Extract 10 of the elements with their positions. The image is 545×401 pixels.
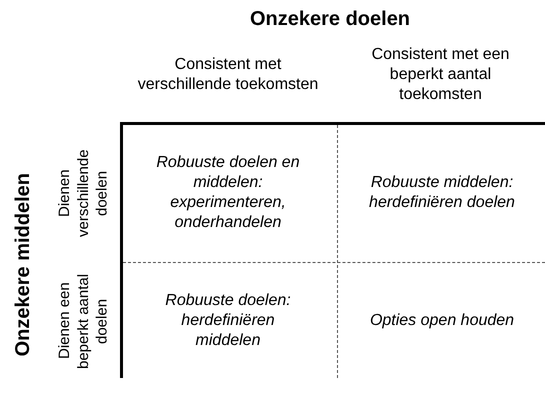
matrix-cell-text: Robuuste middelen: herdefiniëren doelen <box>368 173 516 213</box>
matrix-cell-text: Robuuste doelen en middelen: experimenteren, onderhandelen <box>155 153 301 233</box>
row-header: Dienen verschillende doelen <box>56 148 112 239</box>
column-header: Consistent met een beperkt aantal toekomsten <box>370 45 510 105</box>
matrix-cell-text: Robuuste doelen: herdefiniëren middelen <box>164 291 292 351</box>
row-header: Dienen een beperkt aantal doelen <box>56 272 112 371</box>
axis-heading: Onzekere doelen <box>250 6 410 32</box>
matrix-cell-text: Opties open houden <box>370 311 514 331</box>
axis-heading: Onzekere middelen <box>10 173 34 357</box>
column-header: Consistent met verschillende toekomsten <box>136 55 320 95</box>
